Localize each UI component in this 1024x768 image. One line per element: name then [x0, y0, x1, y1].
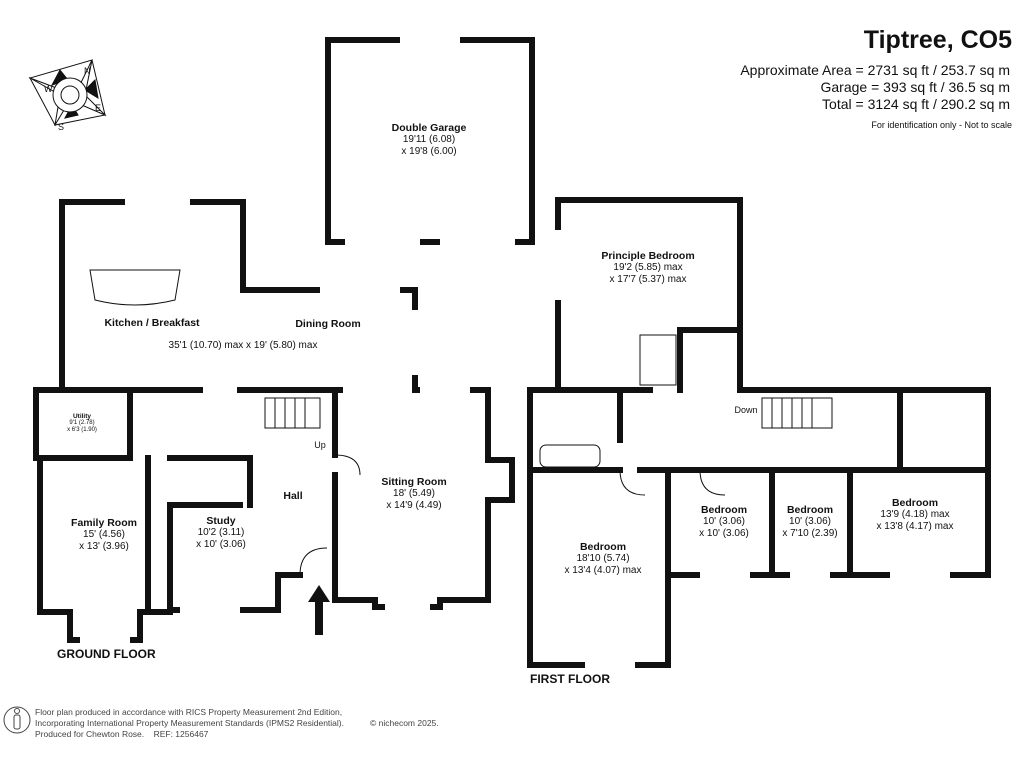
room-hall: Hall	[283, 490, 303, 502]
kitchen-dining-dimensions: 35'1 (10.70) max x 19' (5.80) max	[168, 340, 318, 351]
stairs-down-label: Down	[734, 405, 758, 415]
entrance-arrow-icon	[308, 585, 330, 635]
svg-text:N: N	[84, 66, 91, 76]
scale-note: For identification only - Not to scale	[871, 120, 1012, 130]
ground-floor-label: GROUND FLOOR	[57, 647, 156, 661]
svg-text:S: S	[58, 122, 64, 132]
room-kitchen: Kitchen / Breakfast	[104, 317, 200, 329]
info-person-icon	[3, 706, 31, 734]
kitchen-island	[89, 269, 181, 306]
first-floor-walls	[527, 197, 991, 668]
stairs-up-label: Up	[314, 440, 326, 450]
property-title: Tiptree, CO5	[863, 26, 1012, 54]
footer-notes: Floor plan produced in accordance with R…	[35, 707, 344, 739]
svg-text:E: E	[95, 103, 101, 113]
total-area: Total = 3124 sq ft / 290.2 sq m	[822, 96, 1010, 112]
copyright: © nichecom 2025.	[370, 718, 439, 728]
room-dining: Dining Room	[295, 318, 361, 330]
first-floor-label: FIRST FLOOR	[530, 672, 610, 686]
approx-area: Approximate Area = 2731 sq ft / 253.7 sq…	[740, 62, 1010, 78]
svg-text:W: W	[44, 84, 53, 94]
garage-area: Garage = 393 sq ft / 36.5 sq m	[820, 79, 1011, 95]
compass-icon: N E S W	[28, 59, 107, 132]
